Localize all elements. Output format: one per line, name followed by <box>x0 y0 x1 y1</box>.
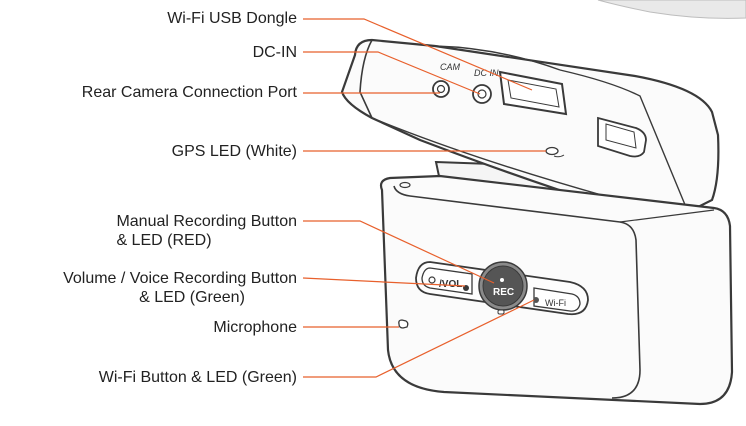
camera-body-front-face <box>393 185 641 399</box>
label-wifi-button: Wi-Fi Button & LED (Green) <box>98 369 297 386</box>
label-manual-recording-line2: & LED (RED) <box>116 232 212 249</box>
cam-port-text: CAM <box>440 62 461 72</box>
body-top-mark <box>399 181 411 189</box>
label-dc-in: DC-IN <box>252 44 297 61</box>
wifi-usb-dongle <box>498 70 568 116</box>
leader-lines <box>302 18 546 378</box>
label-gps-led: GPS LED (White) <box>171 143 297 160</box>
volume-button <box>421 267 473 295</box>
label-volume-line1: Volume / Voice Recording Button <box>63 270 297 287</box>
camera-head-side-line <box>559 69 689 213</box>
rec-button-text: REC <box>493 287 514 298</box>
dc-in-port-text: DC IN <box>474 68 499 78</box>
gps-led <box>545 146 559 156</box>
microphone-hole <box>398 319 409 329</box>
leader-wifi-button <box>303 299 535 378</box>
dc-in-port-inner <box>477 89 487 99</box>
leader-wifi-dongle <box>303 18 533 91</box>
head-side-slot <box>597 116 647 158</box>
leader-manual-recording <box>303 220 495 284</box>
label-wifi-dongle: Wi-Fi USB Dongle <box>167 10 297 27</box>
camera-body-right-side <box>619 209 715 223</box>
label-microphone: Microphone <box>213 319 297 336</box>
camera-head-rear-face <box>359 39 373 119</box>
camera-head-bottom-edge <box>371 117 691 207</box>
rec-button <box>482 265 524 307</box>
leader-dc-in <box>303 51 481 95</box>
camera-head-top-line <box>434 45 561 71</box>
label-rear-camera-port: Rear Camera Connection Port <box>81 84 297 101</box>
leader-volume <box>302 277 466 287</box>
rec-led <box>500 278 504 282</box>
wifi-usb-dongle-inner <box>507 79 560 108</box>
wifi-button-text: Wi-Fi <box>545 298 566 308</box>
label-manual-recording-line1: Manual Recording Button <box>116 213 297 230</box>
gps-led-arc <box>553 154 565 158</box>
cam-port-inner <box>436 84 446 94</box>
volume-button-text: /VOL <box>439 279 462 290</box>
label-volume: Volume / Voice Recording Button & LED (G… <box>63 269 297 307</box>
volume-mic-icon <box>428 276 436 284</box>
corner-shape <box>597 0 746 19</box>
wifi-led <box>533 297 539 303</box>
head-side-slot-inner <box>605 123 637 149</box>
wifi-button <box>533 287 581 312</box>
label-volume-line2: & LED (Green) <box>139 289 245 306</box>
rec-led-small <box>497 309 505 315</box>
label-manual-recording: Manual Recording Button & LED (RED) <box>116 212 297 250</box>
